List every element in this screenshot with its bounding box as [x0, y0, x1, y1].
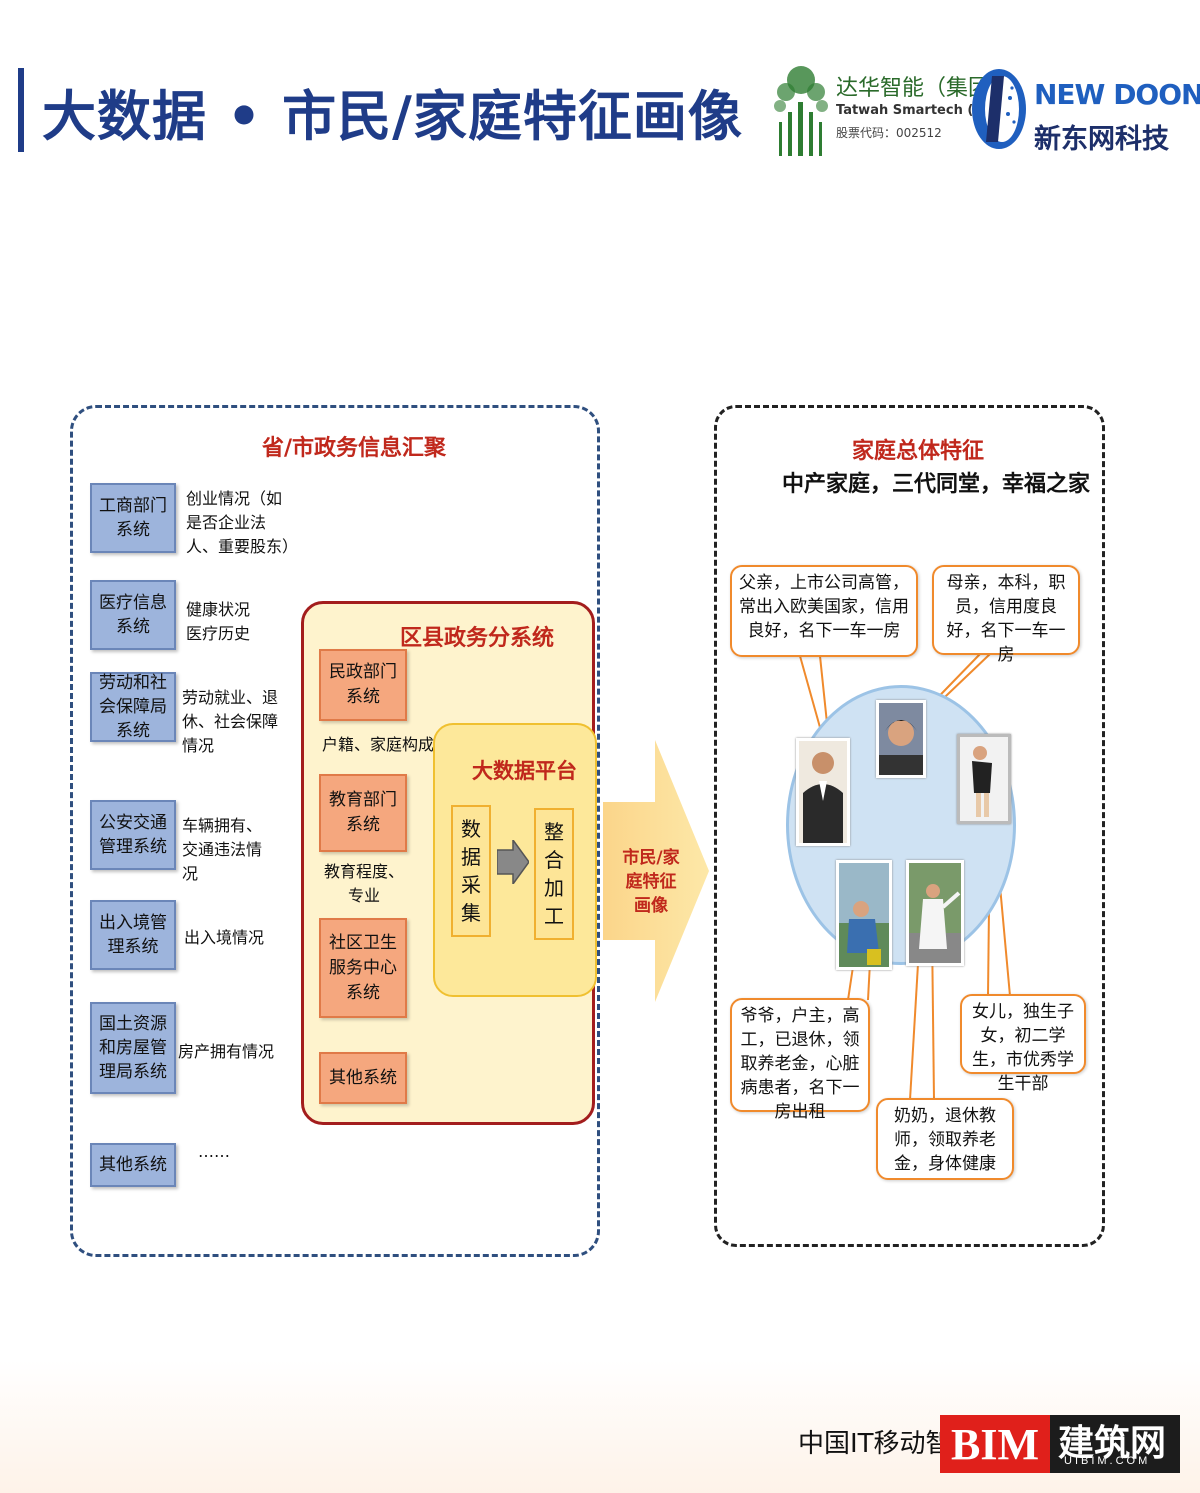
system-desc-medical: 健康状况 医疗历史	[186, 600, 251, 643]
process-arrow-icon	[497, 840, 529, 884]
platform-title: 大数据平台	[472, 759, 577, 783]
system-box-traffic: 公安交通管理系统	[90, 800, 176, 870]
system-box-land: 国土资源和房屋管理局系统	[90, 1002, 176, 1094]
data-collect-box: 数据采集	[451, 805, 491, 937]
system-desc-immigration: 出入境情况	[184, 928, 265, 947]
daughter-photo	[957, 734, 1011, 824]
title-accent-bar	[18, 68, 24, 152]
callout-father: 父亲，上市公司高管，常出入欧美国家，信用良好，名下一车一房	[730, 565, 918, 657]
callout-mother: 母亲，本科，职员，信用度良好，名下一车一房	[932, 565, 1080, 665]
system-desc-traffic: 车辆拥有、交通违法情况	[182, 816, 263, 883]
family-panel-title: 家庭总体特征	[852, 439, 985, 464]
province-panel-title: 省/市政务信息汇聚	[262, 436, 447, 461]
system-box-other: 其他系统	[90, 1143, 176, 1187]
father-photo	[796, 738, 850, 846]
portrait-arrow-icon	[603, 740, 709, 1002]
callout-grandpa: 爷爷，户主，高工，已退休，领取养老金，心脏病患者，名下一房出租	[730, 998, 870, 1122]
system-desc-other: ……	[198, 1142, 230, 1161]
district-box-health: 社区卫生服务中心系统	[319, 918, 407, 1018]
bim-logo-cn: 建筑网	[1058, 1423, 1167, 1463]
newdoone-logo-icon	[972, 69, 1026, 149]
district-box-other: 其他系统	[319, 1052, 407, 1104]
system-desc-land: 房产拥有情况	[178, 1042, 275, 1061]
tatwah-stock-code: 股票代码：002512	[836, 126, 942, 140]
family-summary: 中产家庭，三代同堂，幸福之家	[782, 472, 1091, 497]
bim-logo-dark	[1050, 1415, 1180, 1473]
system-desc-labor: 劳动就业、退休、社会保障情况	[182, 688, 279, 755]
newdoone-logo-en: NEW DOONE	[1034, 78, 1200, 111]
portrait-arrow-label: 市民/家庭特征画像	[622, 848, 680, 916]
bim-logo-url: UIBIM.COM	[1064, 1455, 1151, 1467]
district-desc-education: 教育程度、专业	[323, 862, 404, 905]
mother-photo	[876, 700, 926, 778]
callout-daughter: 女儿，独生子女，初二学生，市优秀学生干部	[960, 994, 1086, 1094]
bim-logo: BIM	[940, 1415, 1050, 1473]
system-box-labor: 劳动和社会保障局系统	[90, 672, 176, 742]
system-box-medical: 医疗信息系统	[90, 580, 176, 650]
system-desc-commerce: 创业情况（如是否企业法人、重要股东）	[186, 489, 299, 556]
callout-grandma: 奶奶，退休教师，领取养老金，身体健康	[876, 1098, 1014, 1180]
newdoone-logo-cn: 新东网科技	[1034, 124, 1169, 155]
province-city-panel	[70, 405, 600, 1257]
data-process-box: 整合加工	[534, 808, 574, 940]
system-box-immigration: 出入境管理系统	[90, 900, 176, 970]
page-title: 大数据 • 市民/家庭特征画像	[42, 85, 743, 148]
grandma-photo	[906, 860, 964, 966]
district-panel-title: 区县政务分系统	[400, 626, 555, 651]
grandpa-photo	[836, 860, 892, 970]
district-box-education: 教育部门系统	[319, 774, 407, 852]
family-portrait-panel	[714, 405, 1105, 1247]
tatwah-logo-icon	[774, 66, 828, 156]
district-desc-civil: 户籍、家庭构成	[322, 735, 435, 754]
district-box-civil: 民政部门系统	[319, 649, 407, 721]
system-box-commerce: 工商部门系统	[90, 483, 176, 553]
